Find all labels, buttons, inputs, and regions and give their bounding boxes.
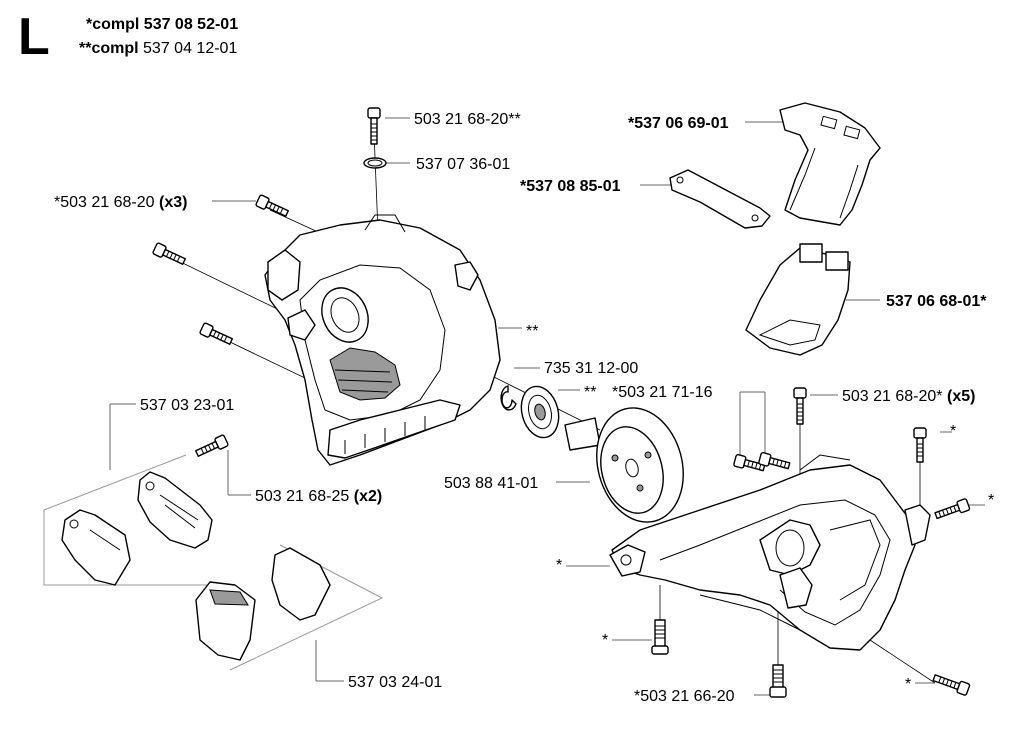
oring	[363, 157, 387, 169]
label-bracket-top: *537 06 69-01	[628, 115, 729, 132]
label-screw-x3: *503 21 68-20 (x3)	[54, 194, 187, 211]
screw-top-vertical	[367, 107, 381, 145]
screw-right-vertical	[913, 427, 927, 463]
label-screw-x2: 503 21 68-25 (x2)	[255, 488, 382, 505]
bearing	[520, 385, 560, 439]
label-bearing-star: **	[584, 384, 596, 401]
label-double-star: **	[526, 323, 538, 340]
label-clutch-drum: 503 88 41-01	[444, 475, 538, 492]
label-star-right-1: *	[950, 423, 956, 440]
screw-right-horizontal	[934, 498, 971, 520]
compl-kit-2: **compl 537 04 12-01	[79, 40, 237, 57]
screw-clamp	[195, 434, 229, 457]
label-cover: 537 06 68-01*	[886, 293, 987, 310]
screw-7116-a	[733, 453, 766, 472]
screw-7116-b	[758, 451, 791, 470]
label-screw-x5: 503 21 68-20* (x5)	[842, 388, 975, 405]
clamp-upper	[61, 471, 213, 586]
label-screw-7116: *503 21 71-16	[612, 384, 713, 401]
label-star-left: *	[556, 557, 562, 574]
label-screw-top: 503 21 68-20**	[414, 111, 521, 128]
label-oring: 537 07 36-01	[416, 156, 510, 173]
compl-kit-1: *compl 537 08 52-01	[86, 16, 238, 33]
screw-housing-top	[255, 194, 289, 217]
guard-bracket	[779, 102, 881, 226]
label-plate: *537 08 85-01	[520, 178, 621, 195]
screw-left-bottom	[651, 619, 669, 655]
crankcase-housing	[609, 454, 931, 651]
clutch-drum	[564, 407, 684, 523]
label-star-right-2: *	[988, 492, 994, 509]
cover-part	[745, 243, 851, 356]
screw-housing-mid	[152, 242, 186, 265]
label-circlip: 735 31 12-00	[544, 360, 638, 377]
section-letter: L	[18, 8, 50, 66]
screw-bottom-right	[932, 674, 971, 696]
label-star-bottom-right: *	[905, 676, 911, 693]
label-clamp-upper: 537 03 23-01	[140, 397, 234, 414]
clutch-cover-housing	[264, 214, 501, 466]
clamp-lower	[195, 547, 331, 661]
label-clamp-lower: 537 03 24-01	[348, 674, 442, 691]
plate-part	[669, 169, 771, 229]
screw-x5-vertical	[793, 387, 807, 425]
label-star-left-bottom: *	[602, 632, 608, 649]
circlip	[500, 385, 517, 411]
screw-bottom	[769, 664, 787, 698]
screw-housing-low	[199, 322, 233, 345]
label-screw-bottom: *503 21 66-20	[634, 688, 735, 705]
